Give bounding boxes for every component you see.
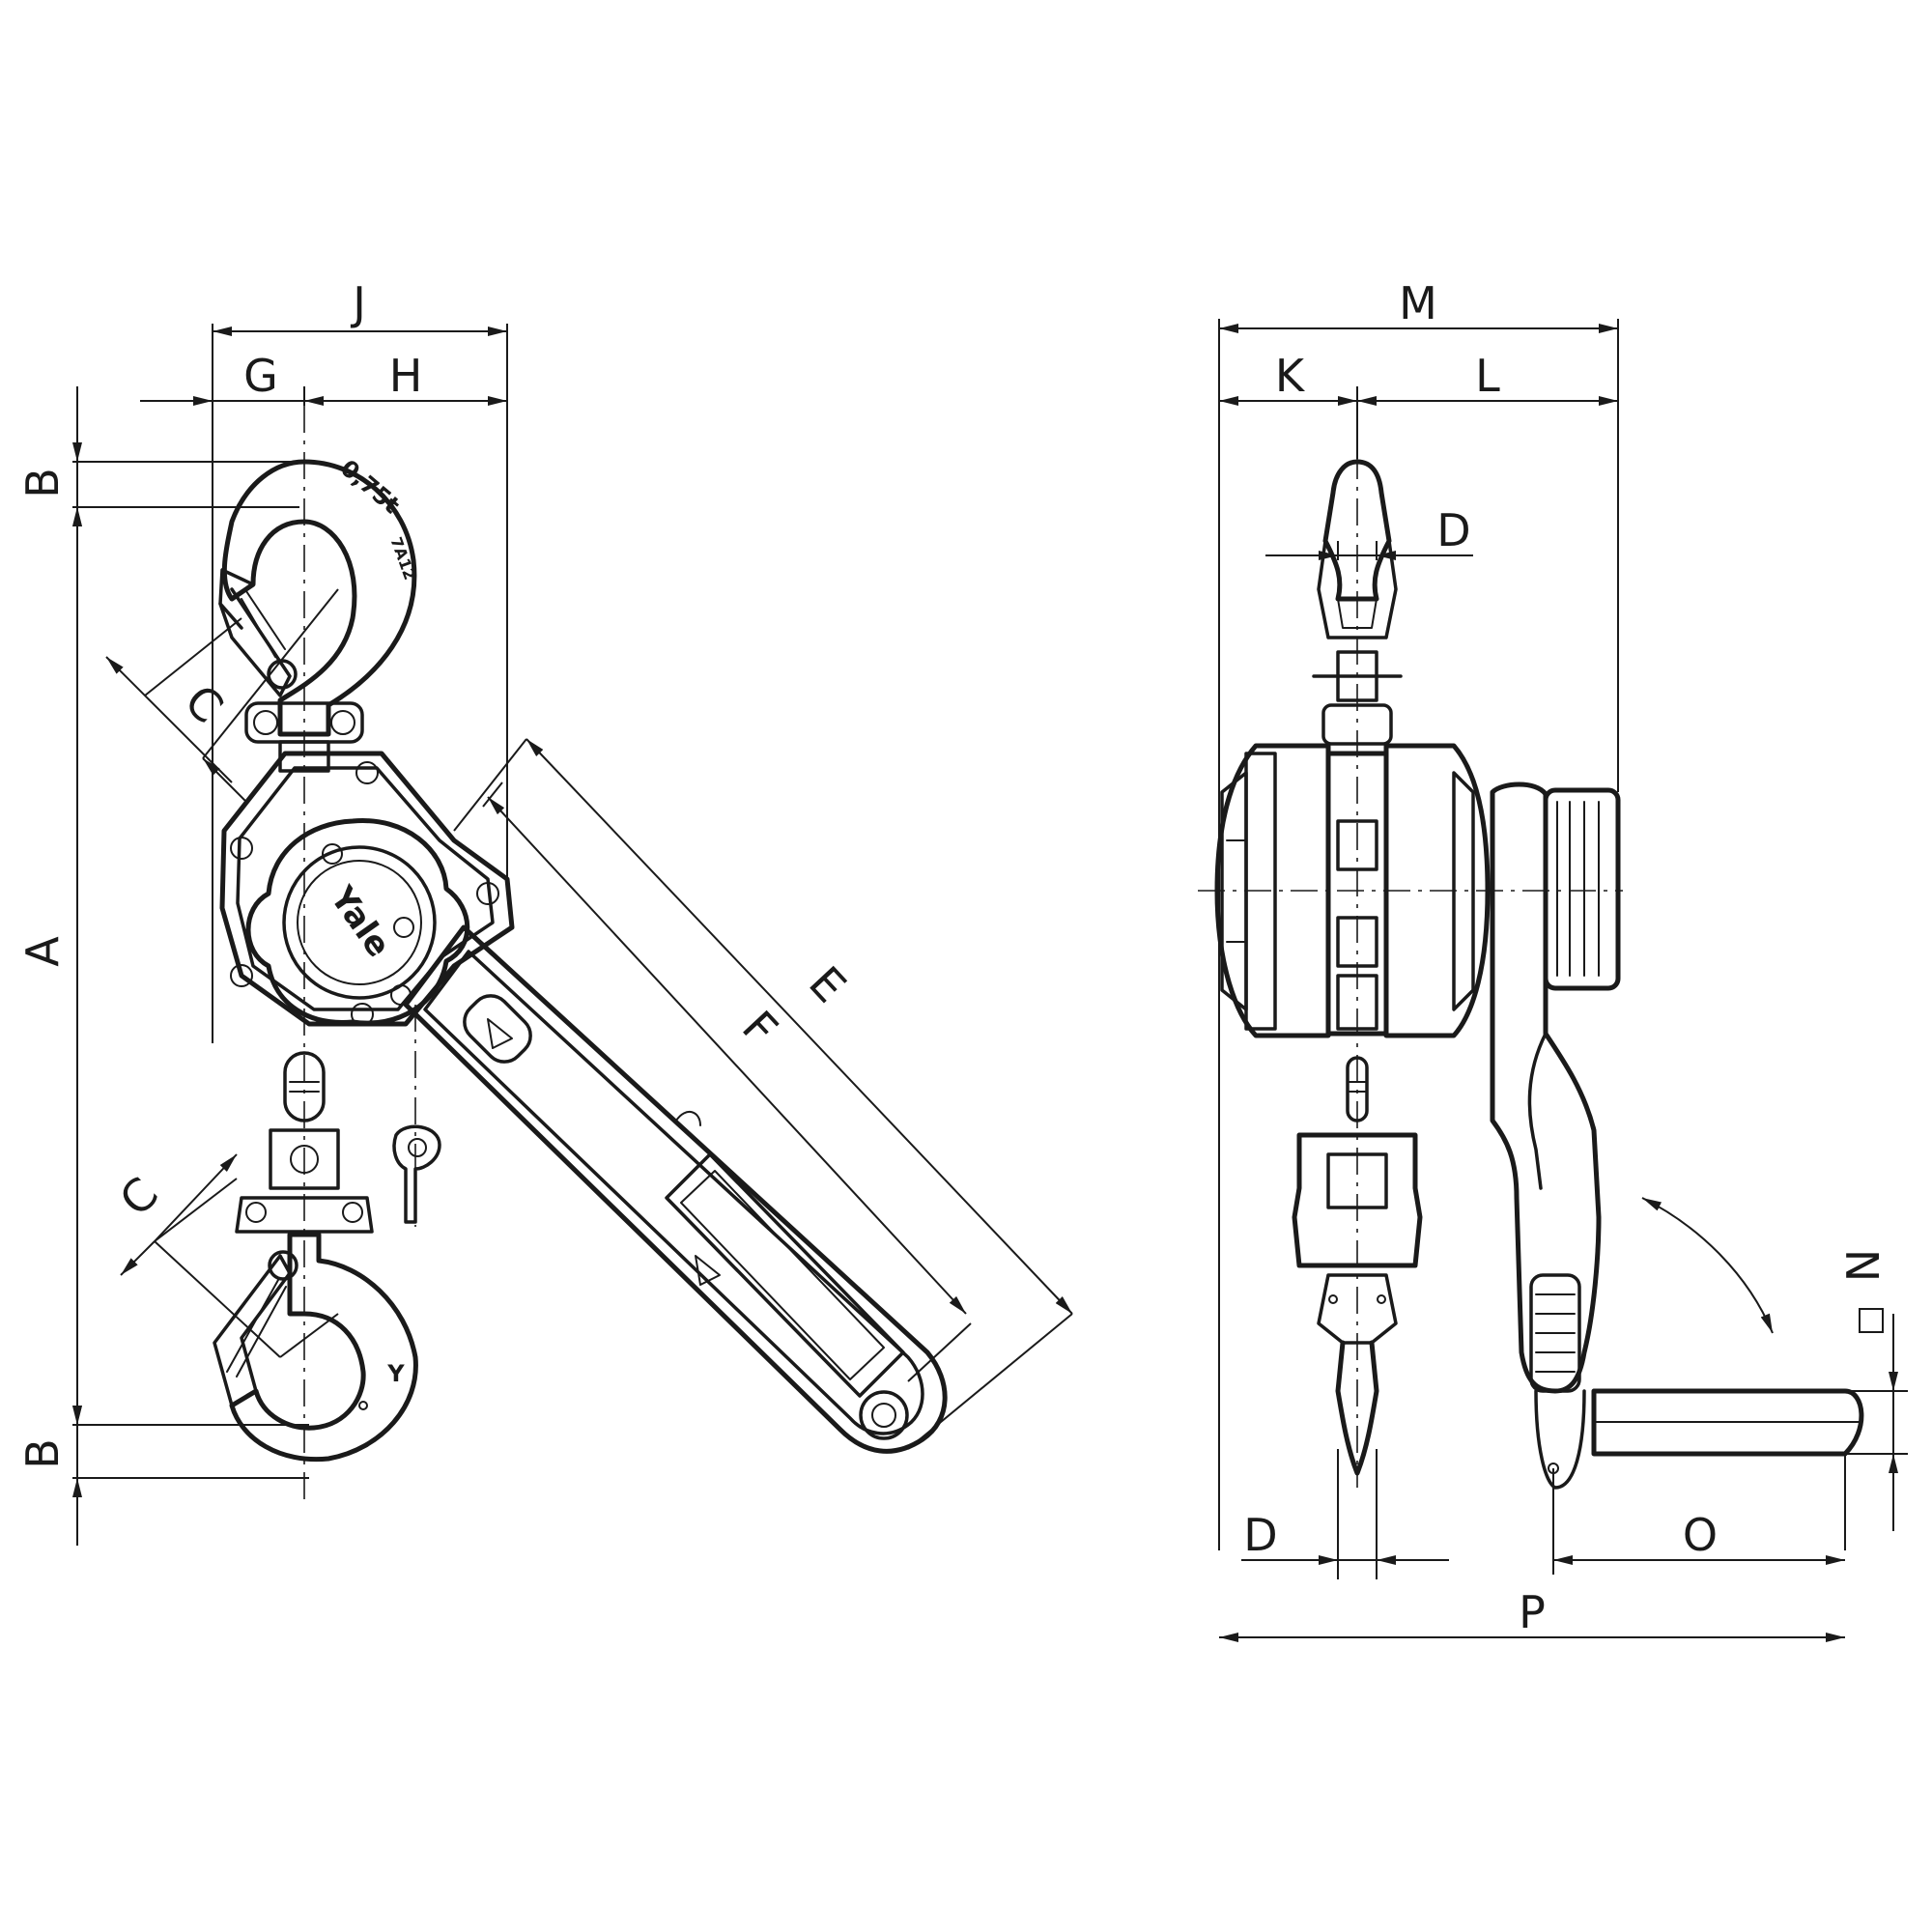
dim-label-P: P [1519, 1586, 1546, 1638]
dim-label-G: G [243, 350, 278, 402]
chain-end [283, 1005, 441, 1227]
side-knob [1543, 787, 1621, 991]
top-swivel [244, 701, 364, 773]
bottom-hook: Y [213, 1128, 418, 1463]
capacity-marking: 0,75t [335, 454, 405, 519]
side-lever [1490, 781, 1602, 1490]
dim-label-M: M [1399, 277, 1437, 329]
dim-label-D-bottom: D [1243, 1509, 1277, 1561]
dim-label-C-bottom: C [109, 1167, 168, 1226]
side-view-dimensions: M K L D D O P N [1218, 277, 1908, 1642]
dim-label-C-top: C [175, 674, 234, 733]
dim-label-B-top: B [16, 468, 69, 498]
operating-lever [403, 924, 948, 1454]
front-view: Yale [213, 406, 948, 1507]
dim-label-O: O [1683, 1509, 1718, 1561]
brand-logo-text: Yale [322, 879, 398, 965]
dim-label-F: F [732, 1001, 788, 1055]
dim-label-D-top: D [1436, 504, 1470, 556]
hoist-body: Yale [219, 751, 515, 1027]
side-body [1214, 743, 1491, 1038]
dim-label-B-bottom: B [16, 1438, 69, 1469]
side-hand-bar [1591, 1388, 1864, 1457]
dim-label-A: A [16, 936, 69, 967]
hook-mark: Y [386, 1360, 405, 1387]
dim-label-K: K [1275, 350, 1306, 402]
dim-label-H: H [389, 350, 423, 402]
side-view [1198, 406, 1864, 1490]
side-top-hook [1312, 459, 1403, 746]
dim-label-J: J [350, 277, 366, 329]
side-bottom-block [1292, 1056, 1423, 1476]
dim-label-N: N [1837, 1249, 1889, 1282]
dim-label-E: E [799, 956, 856, 1012]
top-hook [218, 459, 417, 737]
front-view-dimensions: J G H A B B C C [16, 277, 1073, 1546]
dim-label-L: L [1475, 350, 1500, 402]
